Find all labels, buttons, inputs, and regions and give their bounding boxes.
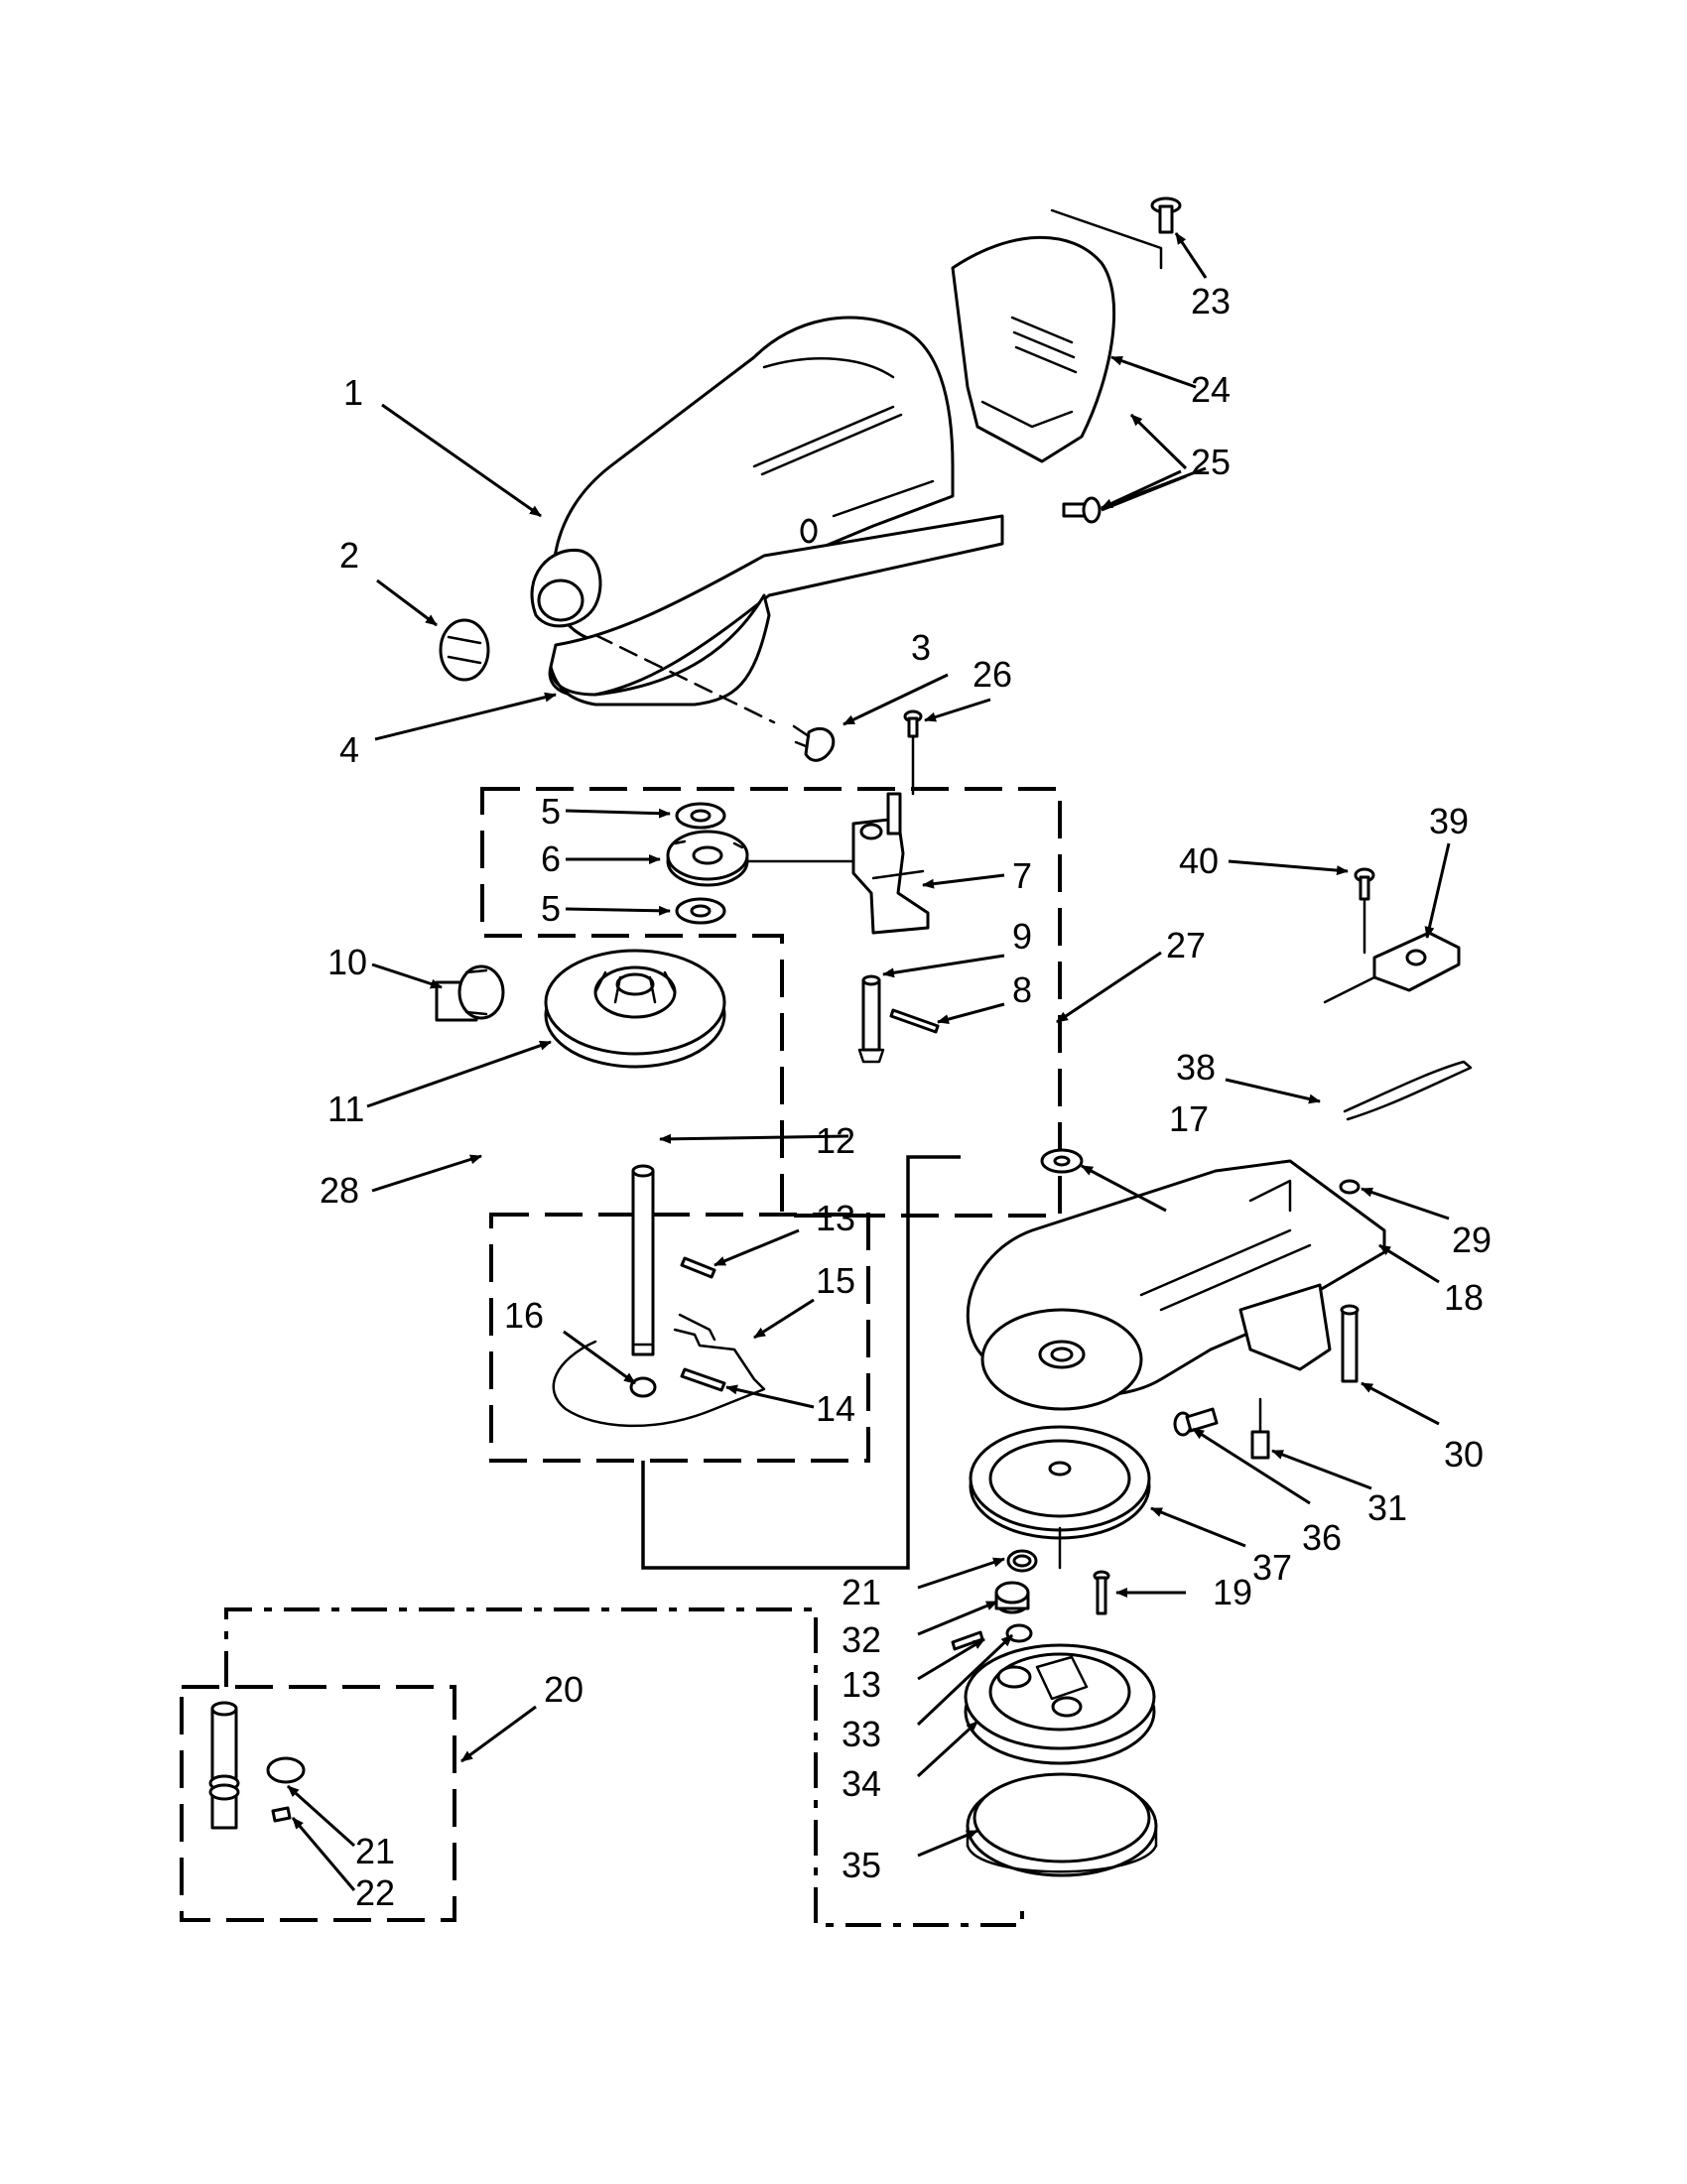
callout-17: 17 xyxy=(1169,1098,1209,1139)
washer-part-5-bottom xyxy=(675,897,726,925)
leader-lines xyxy=(286,232,1451,1891)
dashdot-connector-line xyxy=(224,1607,1024,1927)
callout-32: 32 xyxy=(842,1619,881,1660)
callout-33: 33 xyxy=(842,1714,881,1754)
spring-strip-part-38 xyxy=(1343,1060,1473,1121)
callout-36: 36 xyxy=(1302,1517,1342,1558)
callout-27: 27 xyxy=(1166,925,1206,965)
bolt-part-30 xyxy=(1340,1304,1360,1383)
callout-24: 24 xyxy=(1191,369,1231,410)
callout-16: 16 xyxy=(504,1295,544,1336)
shaft-assembly-box-20 xyxy=(180,1685,456,1922)
callout-5-top: 5 xyxy=(541,791,561,832)
pin-part-8 xyxy=(889,1008,940,1034)
screw-part-19 xyxy=(1093,1570,1110,1615)
retaining-ring-part-21 xyxy=(1006,1549,1038,1573)
callout-20: 20 xyxy=(544,1669,584,1710)
callout-15: 15 xyxy=(816,1260,855,1301)
callout-28: 28 xyxy=(320,1170,359,1211)
gear-case-part-18 xyxy=(966,1159,1386,1411)
callout-labels: 1 2 3 4 5 6 5 7 9 8 10 11 12 13 15 16 14… xyxy=(320,281,1492,1913)
washer-part-33 xyxy=(1005,1623,1033,1643)
callout-4: 4 xyxy=(339,729,359,770)
callout-35: 35 xyxy=(842,1845,881,1885)
switch-part-39 xyxy=(1323,931,1461,1004)
pin-part-13-lower xyxy=(951,1630,984,1651)
callout-25: 25 xyxy=(1191,442,1231,482)
callout-13-upper: 13 xyxy=(816,1198,855,1238)
shaft-part-20-assembly xyxy=(208,1701,306,1830)
ring-gear-part-37 xyxy=(969,1425,1151,1570)
set-screw-part-31 xyxy=(1250,1397,1270,1460)
callout-10: 10 xyxy=(327,942,367,982)
connector-line xyxy=(641,1155,961,1570)
screw-part-26 xyxy=(903,709,923,796)
callout-23: 23 xyxy=(1191,281,1231,321)
trim-band-part-4 xyxy=(548,514,1004,707)
worm-gear-part-6 xyxy=(666,830,855,887)
speed-knob-part-3 xyxy=(593,633,836,762)
callout-7: 7 xyxy=(1012,855,1032,896)
planetary-base-part-34 xyxy=(964,1643,1156,1765)
callout-2: 2 xyxy=(339,535,359,576)
hinge-cap-part-2 xyxy=(439,618,490,682)
worm-shaft-part-9 xyxy=(857,974,885,1064)
callout-21-left: 21 xyxy=(355,1831,395,1871)
coupling-part-10 xyxy=(435,964,505,1022)
callout-40: 40 xyxy=(1179,840,1219,881)
screw-part-40 xyxy=(1354,867,1375,955)
pin-part-14 xyxy=(680,1367,726,1392)
gasket-part-15 xyxy=(552,1313,766,1428)
screw-part-23 xyxy=(1150,196,1182,234)
callout-6: 6 xyxy=(541,838,561,879)
main-gear-part-11 xyxy=(544,949,726,1069)
callout-39: 39 xyxy=(1429,801,1469,841)
shaft-part-12 xyxy=(631,1164,655,1356)
screw-part-25 xyxy=(1062,496,1102,524)
callout-13-lower: 13 xyxy=(842,1664,881,1705)
washer-part-29 xyxy=(1339,1179,1361,1195)
washer-part-5-top xyxy=(675,802,726,830)
washer-part-16 xyxy=(629,1376,657,1398)
callout-9: 9 xyxy=(1012,916,1032,957)
callout-29: 29 xyxy=(1452,1220,1492,1260)
callout-30: 30 xyxy=(1444,1434,1484,1475)
callout-31: 31 xyxy=(1367,1487,1407,1528)
callout-11: 11 xyxy=(327,1089,364,1129)
callout-21-right: 21 xyxy=(842,1572,881,1612)
callout-38: 38 xyxy=(1176,1047,1216,1088)
callout-19: 19 xyxy=(1213,1572,1252,1612)
trim-ring-part-35 xyxy=(966,1772,1158,1877)
callout-14: 14 xyxy=(816,1388,855,1429)
bracket-part-7 xyxy=(851,792,930,935)
motor-housing-part-1 xyxy=(530,316,955,645)
pinion-part-32 xyxy=(994,1581,1030,1614)
pin-part-13 xyxy=(680,1256,716,1279)
planetary-assembly-box-28 xyxy=(489,1213,870,1463)
callout-12: 12 xyxy=(816,1120,855,1161)
callout-26: 26 xyxy=(973,654,1012,695)
callout-3: 3 xyxy=(911,627,931,668)
washer-part-17 xyxy=(1040,1148,1084,1174)
callout-34: 34 xyxy=(842,1763,881,1804)
callout-5-bottom: 5 xyxy=(541,888,561,929)
screw-part-36 xyxy=(1173,1407,1219,1437)
callout-8: 8 xyxy=(1012,969,1032,1010)
callout-37: 37 xyxy=(1252,1547,1292,1588)
callout-18: 18 xyxy=(1444,1277,1484,1318)
callout-22: 22 xyxy=(355,1872,395,1913)
callout-1: 1 xyxy=(343,372,363,413)
rear-cover-part-24 xyxy=(951,208,1163,463)
